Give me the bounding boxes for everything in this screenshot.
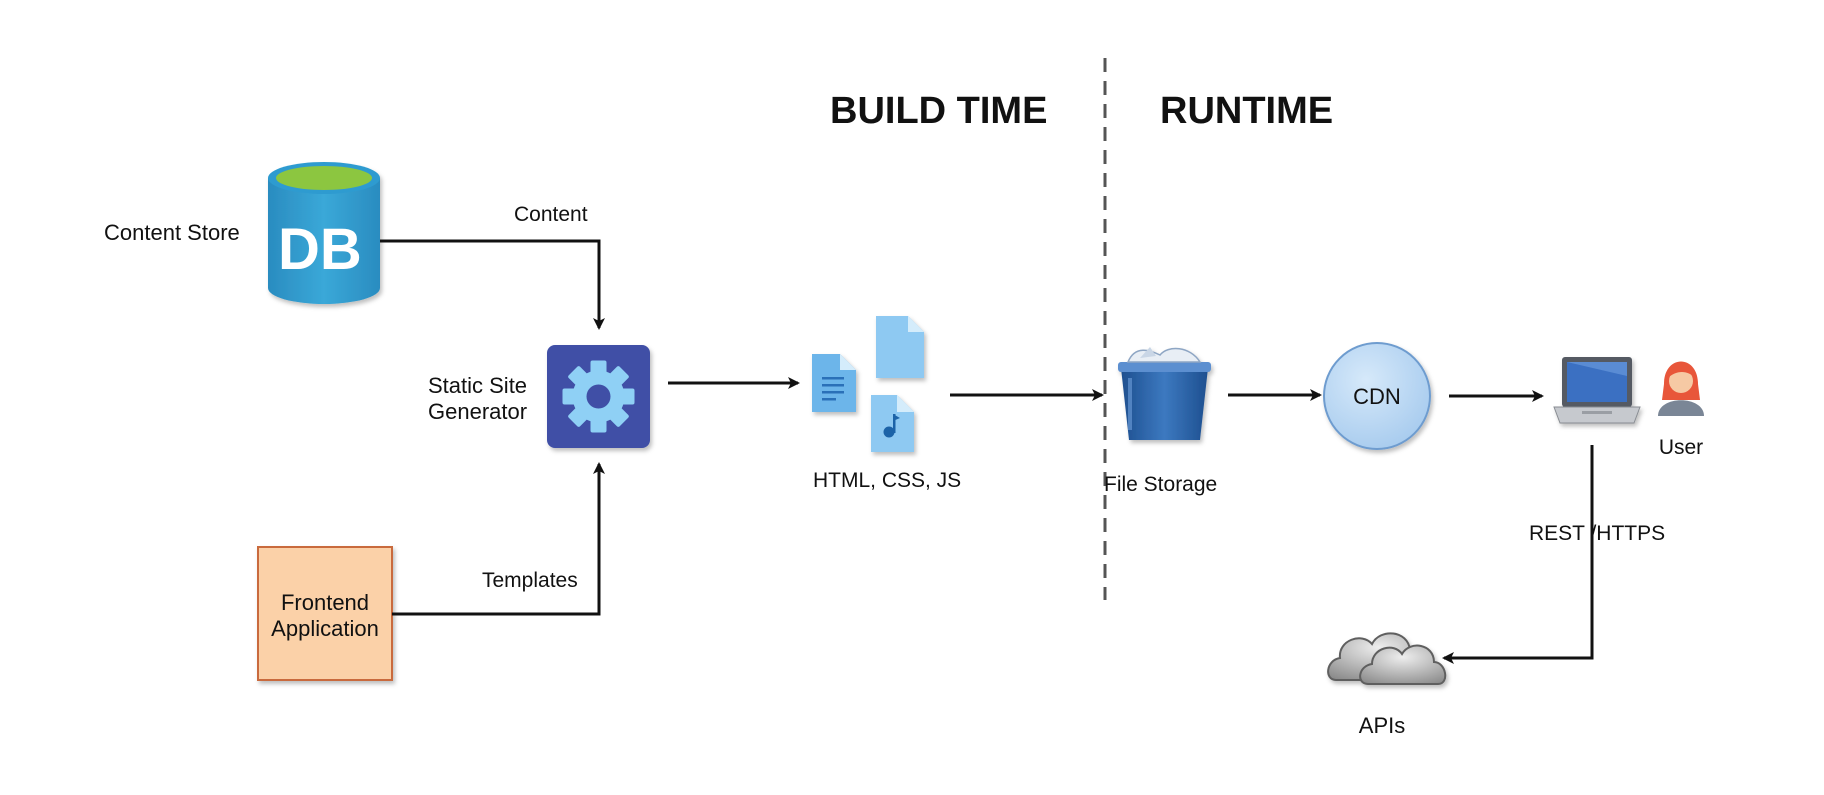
edge-templates-label: Templates <box>482 569 578 592</box>
frontend-label-line2: Application <box>271 616 379 641</box>
edge-templates <box>392 462 605 616</box>
cdn-node <box>1323 342 1431 450</box>
edge-content-label: Content <box>514 203 588 226</box>
user-avatar-icon <box>1658 361 1704 416</box>
build-time-heading: BUILD TIME <box>830 90 1047 132</box>
edge-rest-https-label: REST /HTTPS <box>1529 522 1665 545</box>
database-icon-text: DB <box>278 217 362 282</box>
storage-bin-icon <box>1118 347 1211 440</box>
cdn-label: CDN <box>1353 384 1401 409</box>
runtime-heading: RUNTIME <box>1160 90 1333 132</box>
frontend-label-line1: Frontend <box>281 590 369 615</box>
ssg-label-line2: Generator <box>428 399 527 424</box>
file-storage-label: File Storage <box>1104 473 1217 496</box>
files-icon <box>812 316 924 452</box>
gear-icon <box>547 345 650 448</box>
cloud-icon <box>1327 632 1447 685</box>
assets-label: HTML, CSS, JS <box>813 469 961 492</box>
content-store-label: Content Store <box>104 220 240 245</box>
apis-label: APIs <box>1359 713 1405 738</box>
edge-user-to-apis <box>1442 445 1594 664</box>
user-label: User <box>1659 436 1703 459</box>
database-icon: DB <box>268 162 380 304</box>
laptop-icon <box>1553 357 1641 424</box>
edge-content <box>380 239 605 330</box>
ssg-label-line1: Static Site <box>428 373 527 398</box>
